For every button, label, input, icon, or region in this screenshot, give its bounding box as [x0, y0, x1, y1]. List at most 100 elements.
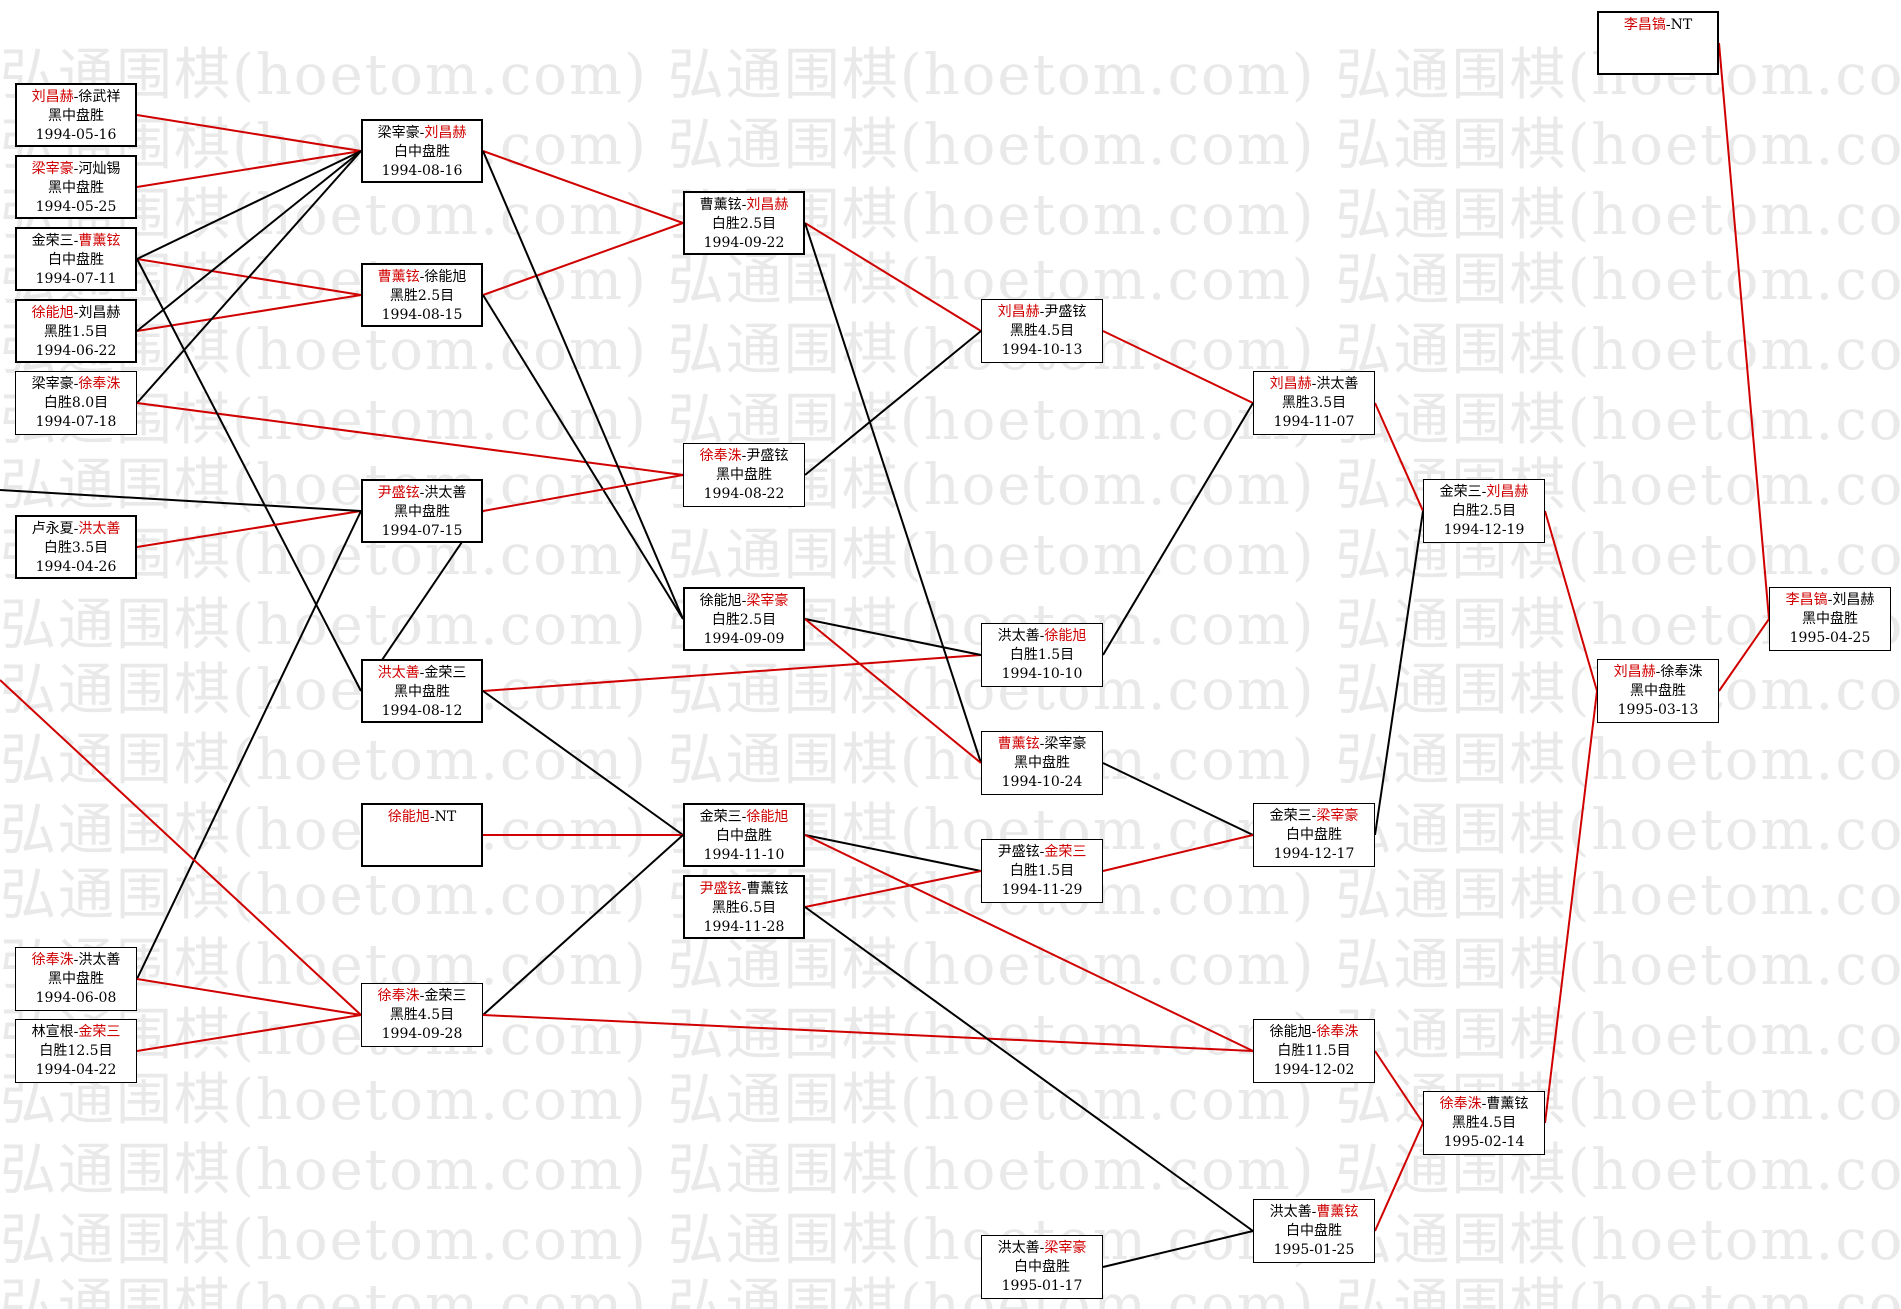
- loser-link-line: [804, 330, 982, 476]
- match-players: 徐奉洙-尹盛铉: [684, 447, 804, 466]
- player-black: 李昌镐: [1623, 17, 1666, 33]
- watermark-text: 弘通围棋(hoetom.com) 弘通围棋(hoetom.com) 弘通围棋(h…: [0, 1068, 1901, 1133]
- player-white: 徐奉洙: [1316, 1024, 1359, 1040]
- player-white: 刘昌赫: [1832, 592, 1875, 608]
- loser-link-line: [804, 222, 982, 764]
- match-result: 白胜1.5目: [1009, 863, 1075, 879]
- player-white: 刘昌赫: [424, 125, 467, 141]
- player-separator: -: [73, 233, 79, 249]
- loser-link-line: [1374, 510, 1424, 836]
- player-separator: -: [1039, 1240, 1045, 1256]
- match-result: 黑胜3.5目: [1281, 395, 1347, 411]
- player-white: NT: [1670, 17, 1693, 33]
- match-result: 黑胜4.5目: [1451, 1115, 1517, 1131]
- match-date: 1994-12-02: [1273, 1062, 1355, 1078]
- player-black: 刘昌赫: [1269, 376, 1312, 392]
- player-separator: -: [741, 593, 747, 609]
- player-white: 徐奉洙: [1660, 664, 1703, 680]
- loser-link-line: [804, 618, 982, 656]
- winner-link-line: [136, 150, 362, 188]
- player-white: 曹薰铉: [1486, 1096, 1529, 1112]
- match-players: 梁宰豪-刘昌赫: [363, 124, 481, 143]
- winner-link-line: [482, 1014, 1254, 1052]
- player-black: 金荣三: [1269, 808, 1312, 824]
- match-date: 1994-10-24: [1001, 774, 1083, 790]
- match-players: 梁宰豪-徐奉洙: [16, 375, 136, 394]
- match-result: 白中盘胜: [716, 828, 772, 844]
- watermark-text: 弘通围棋(hoetom.com) 弘通围棋(hoetom.com) 弘通围棋(h…: [0, 1138, 1901, 1203]
- match-players: 梁宰豪-河灿锡: [17, 160, 135, 179]
- player-separator: -: [73, 376, 79, 392]
- match-date: 1994-12-17: [1273, 846, 1355, 862]
- watermark-text: 弘通围棋(hoetom.com) 弘通围棋(hoetom.com) 弘通围棋(h…: [0, 388, 1901, 453]
- match-result: 白中盘胜: [1286, 827, 1342, 843]
- player-white: 曹薰铉: [1316, 1204, 1359, 1220]
- match-result: 白胜11.5目: [1277, 1043, 1351, 1059]
- match-date: 1994-09-22: [703, 235, 785, 251]
- match-result: 黑中盘胜: [1630, 683, 1686, 699]
- winner-link-line: [136, 294, 362, 332]
- player-separator: -: [1481, 484, 1487, 500]
- winner-link-line: [1102, 834, 1254, 872]
- loser-link-line: [0, 489, 362, 512]
- match-result: 白胜1.5目: [1009, 647, 1075, 663]
- player-black: 曹薰铉: [699, 197, 742, 213]
- player-white: 曹薰铉: [746, 881, 789, 897]
- match-players: 林宣根-金荣三: [16, 1023, 136, 1042]
- winner-link-line: [482, 222, 684, 296]
- match-date: 1994-09-09: [703, 631, 785, 647]
- player-separator: -: [741, 881, 747, 897]
- loser-link-line: [804, 906, 1254, 1232]
- match-players: 刘昌赫-徐武祥: [17, 88, 135, 107]
- player-separator: -: [1827, 592, 1833, 608]
- player-separator: -: [1311, 1024, 1317, 1040]
- player-white: 梁宰豪: [1316, 808, 1359, 824]
- match-date: 1994-10-10: [1001, 666, 1083, 682]
- match-players: 金荣三-刘昌赫: [1424, 483, 1544, 502]
- winner-link-line: [1718, 618, 1770, 692]
- match-result: 白胜2.5目: [711, 612, 777, 628]
- match-players: 徐能旭-徐奉洙: [1254, 1023, 1374, 1042]
- match-result: 白中盘胜: [1014, 1259, 1070, 1275]
- player-black: 曹薰铉: [377, 269, 420, 285]
- match-players: 尹盛铉-金荣三: [982, 843, 1102, 862]
- match-result: 黑中盘胜: [716, 467, 772, 483]
- player-separator: -: [1039, 628, 1045, 644]
- player-white: 洪太善: [1316, 376, 1359, 392]
- match-result: 黑胜4.5目: [1009, 323, 1075, 339]
- match-date: 1994-05-16: [35, 127, 117, 143]
- match-result: 白胜12.5目: [39, 1043, 113, 1059]
- player-black: 林宣根: [31, 1024, 74, 1040]
- player-black: 梁宰豪: [31, 161, 74, 177]
- winner-link-line: [804, 618, 982, 764]
- match-players: 洪太善-徐能旭: [982, 627, 1102, 646]
- match-result: 黑中盘胜: [1802, 611, 1858, 627]
- player-black: 徐能旭: [1269, 1024, 1312, 1040]
- winner-link-line: [0, 679, 362, 1016]
- loser-link-line: [136, 258, 362, 692]
- player-separator: -: [73, 1024, 79, 1040]
- loser-link-line: [136, 150, 362, 332]
- winner-link-line: [136, 114, 362, 152]
- match-result: 白胜2.5目: [1451, 503, 1517, 519]
- player-white: 曹薰铉: [78, 233, 121, 249]
- winner-link-line: [1544, 510, 1598, 692]
- player-separator: -: [1039, 844, 1045, 860]
- match-date: 1994-04-26: [35, 559, 117, 575]
- player-white: 金荣三: [1044, 844, 1087, 860]
